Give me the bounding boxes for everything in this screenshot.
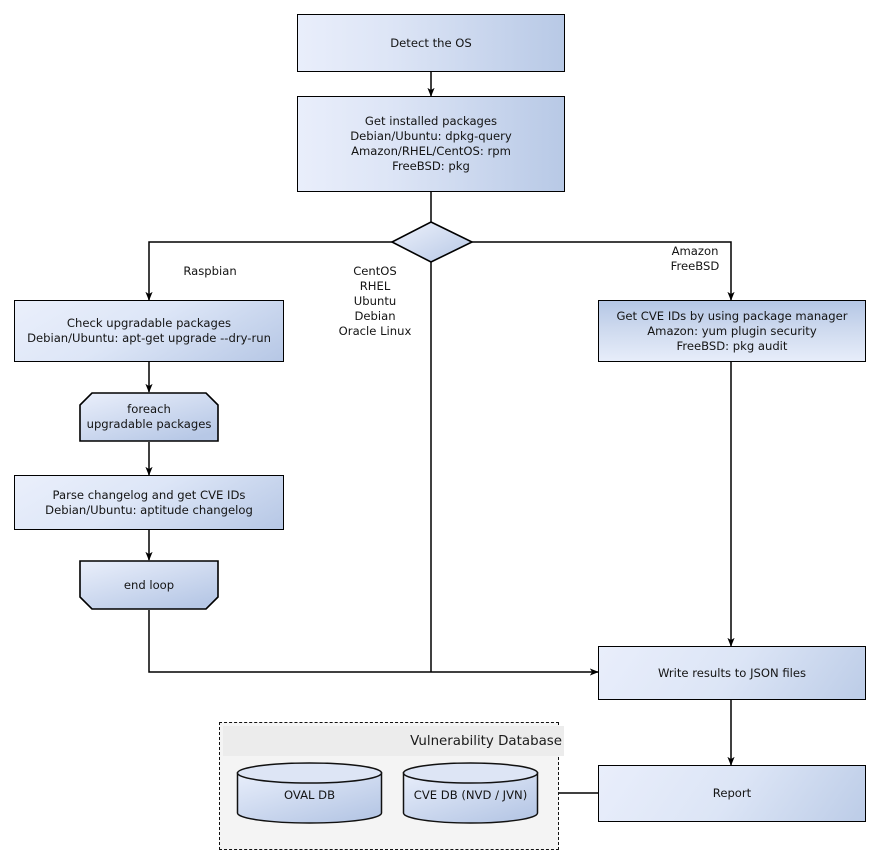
edge-decision-left (145, 241, 392, 301)
node-end-loop[interactable]: end loop (79, 560, 219, 610)
decision-diamond[interactable] (390, 221, 474, 263)
edge-label-right-branch: Amazon FreeBSD (670, 244, 720, 273)
node-foreach-loop-start-label: foreach upgradable packages (86, 402, 212, 431)
edge-decision-right (472, 241, 735, 301)
edge-endloop-to-write (148, 610, 599, 676)
node-detect-os-label: Detect the OS (390, 35, 472, 50)
database-cylinder-cve[interactable]: CVE DB (NVD / JVN) (402, 762, 539, 824)
node-report[interactable]: Report (598, 765, 866, 822)
node-check-upgradable-packages[interactable]: Check upgradable packages Debian/Ubuntu:… (14, 300, 284, 362)
cylinder-shape-cve (402, 762, 539, 824)
node-parse-changelog-label: Parse changelog and get CVE IDs Debian/U… (45, 487, 253, 517)
node-parse-changelog[interactable]: Parse changelog and get CVE IDs Debian/U… (14, 475, 284, 530)
vulnerability-database-title: Vulnerability Database (223, 726, 564, 756)
node-check-upgradable-packages-label: Check upgradable packages Debian/Ubuntu:… (27, 316, 271, 345)
end-loop-shape (79, 560, 219, 610)
node-get-cve-ids[interactable]: Get CVE IDs by using package manager Ama… (598, 300, 866, 362)
database-cylinder-oval-label: OVAL DB (283, 788, 336, 802)
cylinder-shape-oval (236, 762, 383, 824)
node-get-installed-packages-label: Get installed packages Debian/Ubuntu: dp… (350, 114, 512, 173)
database-cylinder-cve-label: CVE DB (NVD / JVN) (413, 788, 528, 802)
node-write-results-label: Write results to JSON files (657, 665, 807, 680)
node-write-results[interactable]: Write results to JSON files (598, 646, 866, 700)
edge-label-left-branch: Raspbian (183, 264, 237, 278)
node-get-cve-ids-label: Get CVE IDs by using package manager Ama… (616, 308, 848, 353)
node-get-installed-packages[interactable]: Get installed packages Debian/Ubuntu: dp… (297, 96, 565, 192)
foreach-shape (79, 392, 219, 442)
node-detect-os[interactable]: Detect the OS (297, 14, 565, 72)
database-cylinder-oval[interactable]: OVAL DB (236, 762, 383, 824)
node-end-loop-label: end loop (123, 577, 175, 592)
node-report-label: Report (712, 786, 752, 800)
edge-label-center-branch: CentOS RHEL Ubuntu Debian Oracle Linux (338, 264, 412, 338)
node-foreach-loop-start[interactable]: foreach upgradable packages (79, 392, 219, 442)
